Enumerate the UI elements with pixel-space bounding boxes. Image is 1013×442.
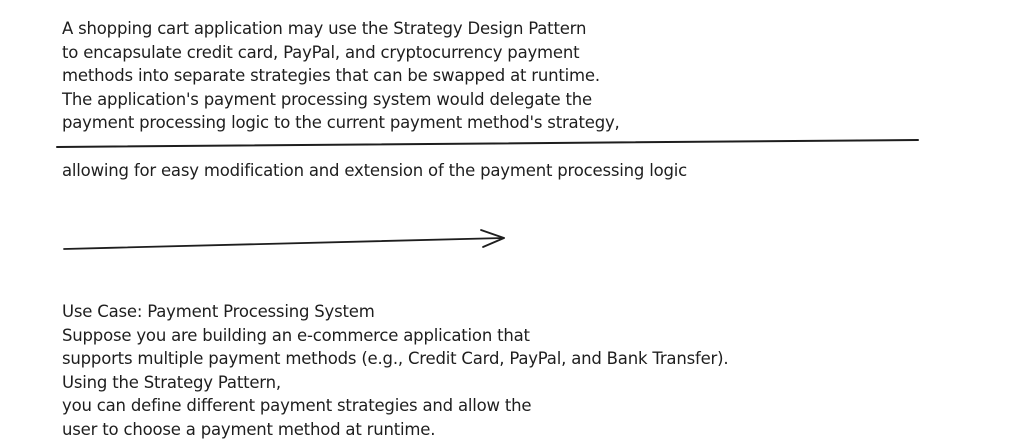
arrow-shaft	[63, 237, 505, 250]
use-case-text-block: Use Case: Payment Processing System Supp…	[62, 300, 729, 442]
arrow-head	[480, 229, 505, 248]
description-line: The application's payment processing sys…	[62, 89, 592, 109]
description-text-block: A shopping cart application may use the …	[62, 17, 620, 135]
use-case-line: user to choose a payment method at runti…	[62, 419, 436, 439]
use-case-line: supports multiple payment methods (e.g.,…	[62, 349, 729, 369]
use-case-line: Suppose you are building an e-commerce a…	[62, 325, 530, 345]
use-case-line: you can define different payment strateg…	[62, 396, 532, 416]
right-arrow[interactable]	[63, 229, 505, 250]
continuation-line: allowing for easy modification and exten…	[62, 161, 688, 180]
description-line: A shopping cart application may use the …	[62, 19, 587, 38]
description-line: to encapsulate credit card, PayPal, and …	[62, 42, 580, 62]
description-line: payment processing logic to the current …	[62, 113, 620, 133]
use-case-line: Using the Strategy Pattern,	[62, 372, 281, 392]
continuation-text-block: allowing for easy modification and exten…	[62, 159, 687, 183]
use-case-title: Use Case: Payment Processing System	[62, 302, 375, 321]
horizontal-divider-line[interactable]	[56, 139, 919, 148]
description-line: methods into separate strategies that ca…	[62, 66, 600, 86]
